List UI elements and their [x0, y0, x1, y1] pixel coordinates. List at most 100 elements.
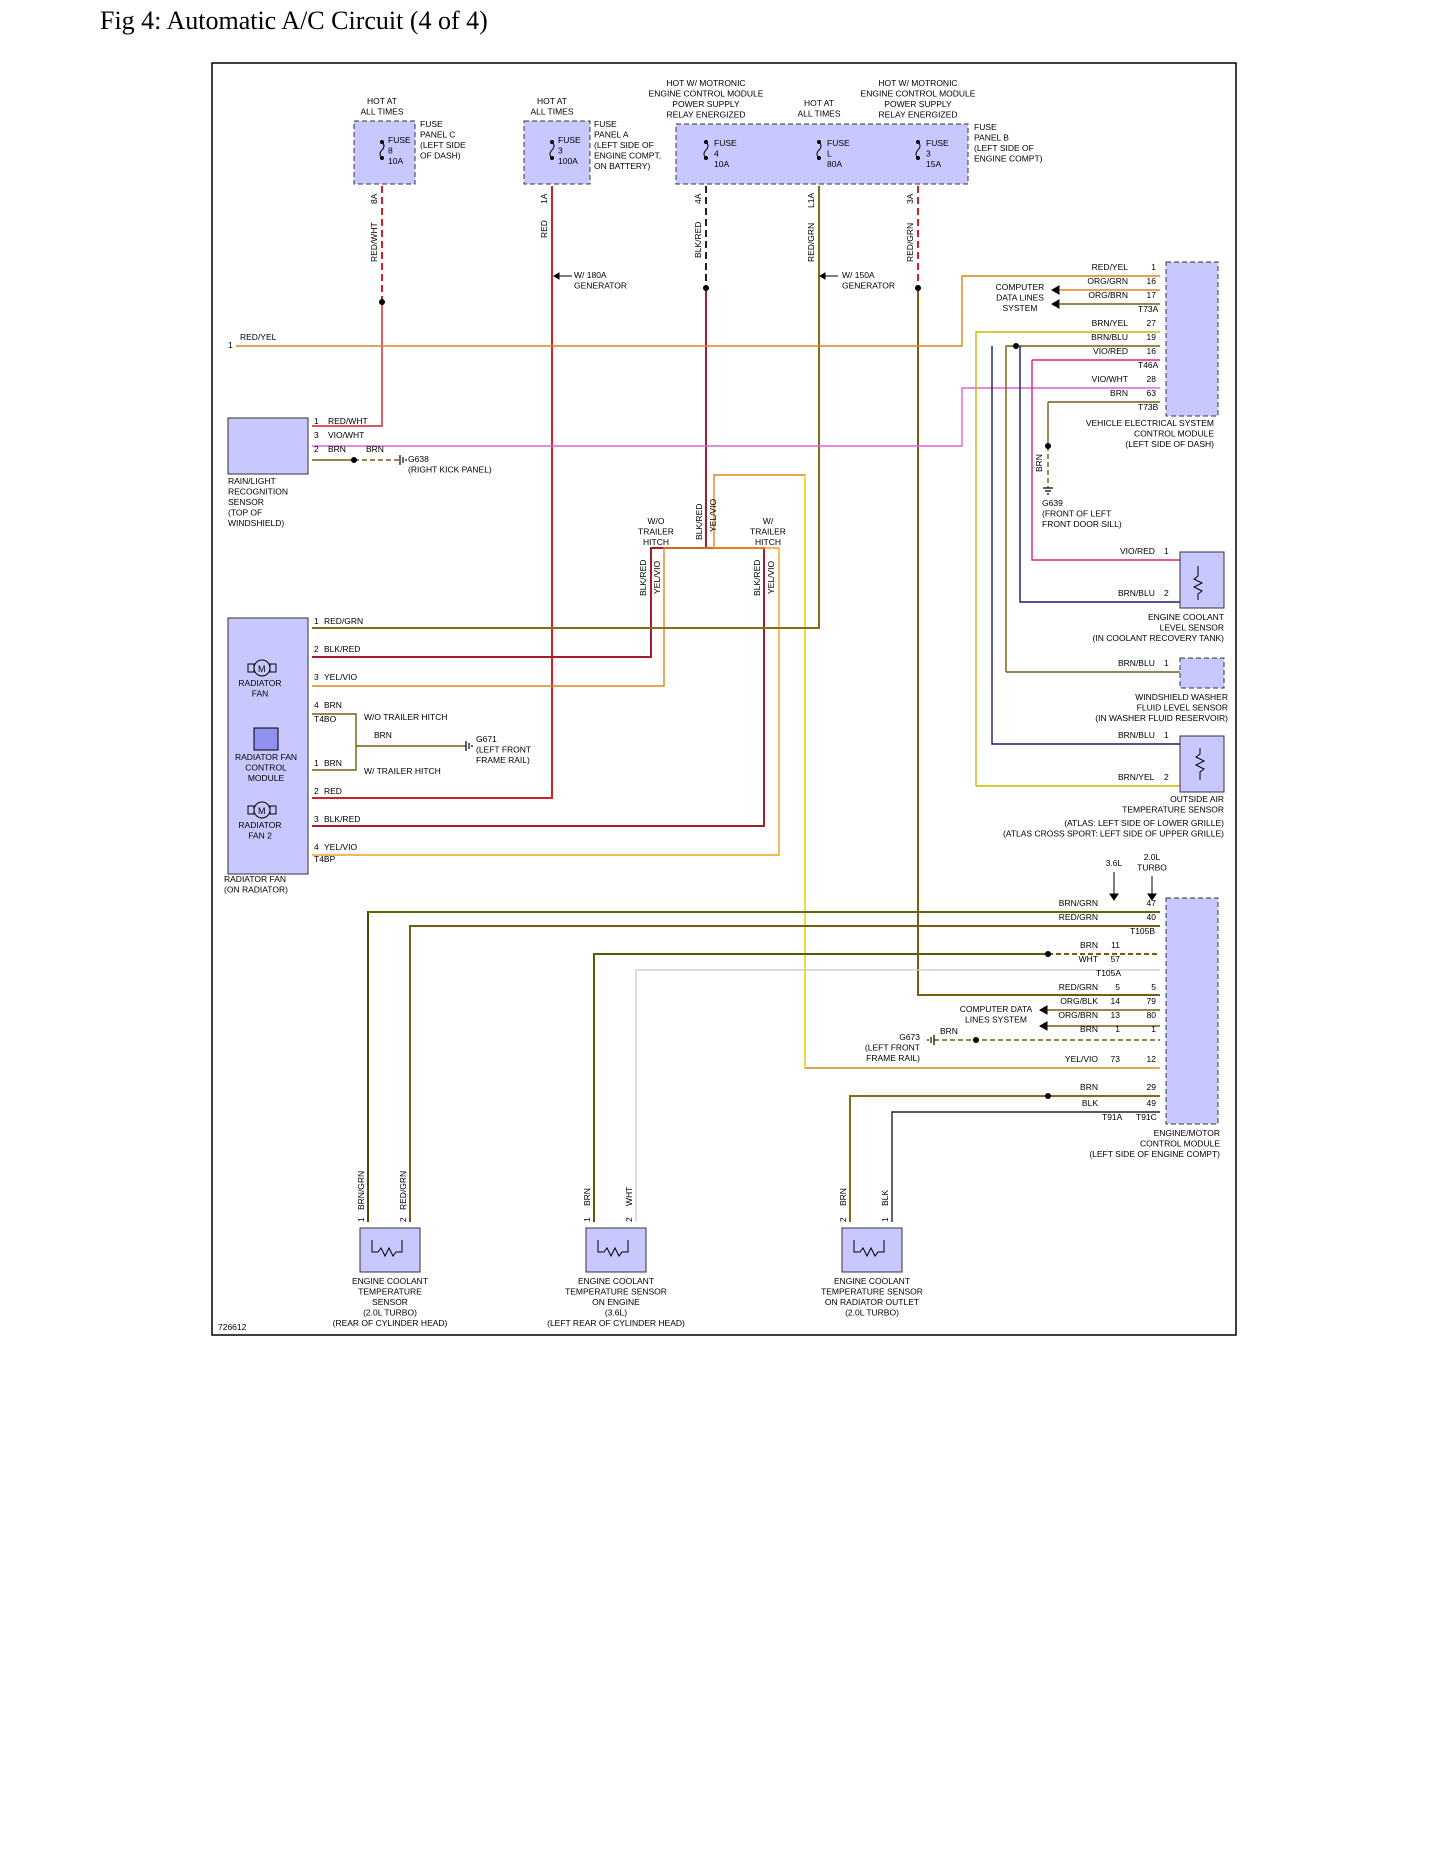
thermistor-icon-2 [1194, 748, 1206, 780]
ecm-pin-a: 57 [1111, 954, 1121, 964]
fan-wire-3b: BLK/RED [324, 814, 360, 824]
wire-brn-g639: BRN [1034, 454, 1044, 472]
splices [351, 285, 1051, 1099]
ecm-pin-wire: BRN [1080, 1024, 1098, 1034]
vesc-pin-wire: BRN/BLU [1091, 332, 1128, 342]
radiator-fan-assy-label: RADIATOR FAN(ON RADIATOR) [224, 874, 288, 895]
ecm-pin-b: 1 [1151, 1024, 1156, 1034]
vesc-module [1165, 261, 1219, 417]
washer-brn-blu: BRN/BLU [1118, 658, 1155, 668]
ecm-pin-wire: RED/GRN [1059, 912, 1098, 922]
connector-t105b: T105B [1130, 926, 1155, 936]
ect1-wire-1: BRN/GRN [356, 1171, 366, 1210]
arrows [553, 272, 1157, 1031]
fan-wire-1b: BRN [324, 758, 342, 768]
fan-pin-4: 4 [314, 700, 319, 710]
wire-blk-red-r: BLK/RED [752, 560, 762, 596]
wire-red-grn-v: RED/GRN [806, 223, 816, 262]
fuse-panel-a [523, 120, 591, 185]
ect3-pin-2: 2 [838, 1217, 848, 1222]
ecm-pin-wire: BRN/GRN [1059, 898, 1098, 908]
ect3-wire-1: BLK [880, 1190, 890, 1206]
fan-wire-2b: RED [324, 786, 342, 796]
ecm-pin-b: 79 [1147, 996, 1157, 1006]
vesc-pin-wire: VIO/RED [1093, 346, 1128, 356]
wire-red-grn-v2: RED/GRN [905, 223, 915, 262]
ecm-pin-a: 11 [1111, 940, 1120, 950]
rain-pin-2: 2 [314, 444, 319, 454]
vesc-pin-number: 27 [1147, 318, 1157, 328]
ecm-pin-wire: BRN [1080, 1082, 1098, 1092]
pin-1-red-yel: 1 [228, 340, 233, 350]
svg-text:M: M [258, 806, 266, 816]
ecm-pin-wire: WHT [1079, 954, 1098, 964]
washer-level-sensor [1179, 657, 1225, 689]
oat-brn-yel: BRN/YEL [1118, 772, 1155, 782]
ecm-pin-b: 40 [1147, 912, 1157, 922]
wire-red-wht-v: RED/WHT [369, 222, 379, 262]
fan-pin-1b: 1 [314, 758, 319, 768]
vesc-pin-wire: BRN/YEL [1092, 318, 1129, 328]
ect-resistor-icons [371, 1240, 885, 1258]
thermistor-icon [1192, 566, 1204, 600]
ect1-wire-2: RED/GRN [398, 1171, 408, 1210]
coolant-level-sensor [1179, 551, 1225, 609]
ecm-pin-wire: BLK [1082, 1098, 1098, 1108]
ecm-pin-a: 13 [1111, 1010, 1121, 1020]
wire-yel-vio-t: YEL/VIO [708, 499, 718, 532]
ecm-pin-a: 1 [1115, 1024, 1120, 1034]
connector-t91c: T91C [1136, 1112, 1157, 1122]
wire-yel-vio-r: YEL/VIO [766, 561, 776, 594]
motor-icon-2: M [247, 801, 277, 819]
coolant-vio-red: VIO/RED [1120, 546, 1155, 556]
ecm-pin-b: 5 [1151, 982, 1156, 992]
wire-yel-vio-l: YEL/VIO [652, 561, 662, 594]
ect1-pin-2: 2 [398, 1217, 408, 1222]
ecm-pin-b: 80 [1147, 1010, 1157, 1020]
rain-pin-3: 3 [314, 430, 319, 440]
ecm-pin-a: 5 [1115, 982, 1120, 992]
rain-wire-2b: BRN [366, 444, 384, 454]
ecm-pin-a: 14 [1111, 996, 1121, 1006]
oat-location: (ATLAS: LEFT SIDE OF LOWER GRILLE)(ATLAS… [1003, 818, 1224, 839]
oat-brn-blu: BRN/BLU [1118, 730, 1155, 740]
fan-wire-1: RED/GRN [324, 616, 363, 626]
ect2-pin-2: 2 [624, 1217, 634, 1222]
fan-control-module [253, 727, 279, 751]
oat-pin-2: 2 [1164, 772, 1169, 782]
ect1-pin-1: 1 [356, 1217, 366, 1222]
rain-wire-2: BRN [328, 444, 346, 454]
ground-symbols [399, 455, 1053, 1045]
vesc-pin-wire: ORG/GRN [1087, 276, 1128, 286]
ecm-module [1165, 897, 1219, 1125]
connector-t46a: T46A [1138, 360, 1159, 370]
washer-pin-1: 1 [1164, 658, 1169, 668]
ect3-wire-2: BRN [838, 1188, 848, 1206]
wire-red-yel-label: RED/YEL [240, 332, 277, 342]
vesc-pin-number: 63 [1147, 388, 1157, 398]
motor-icon: M [247, 659, 277, 677]
